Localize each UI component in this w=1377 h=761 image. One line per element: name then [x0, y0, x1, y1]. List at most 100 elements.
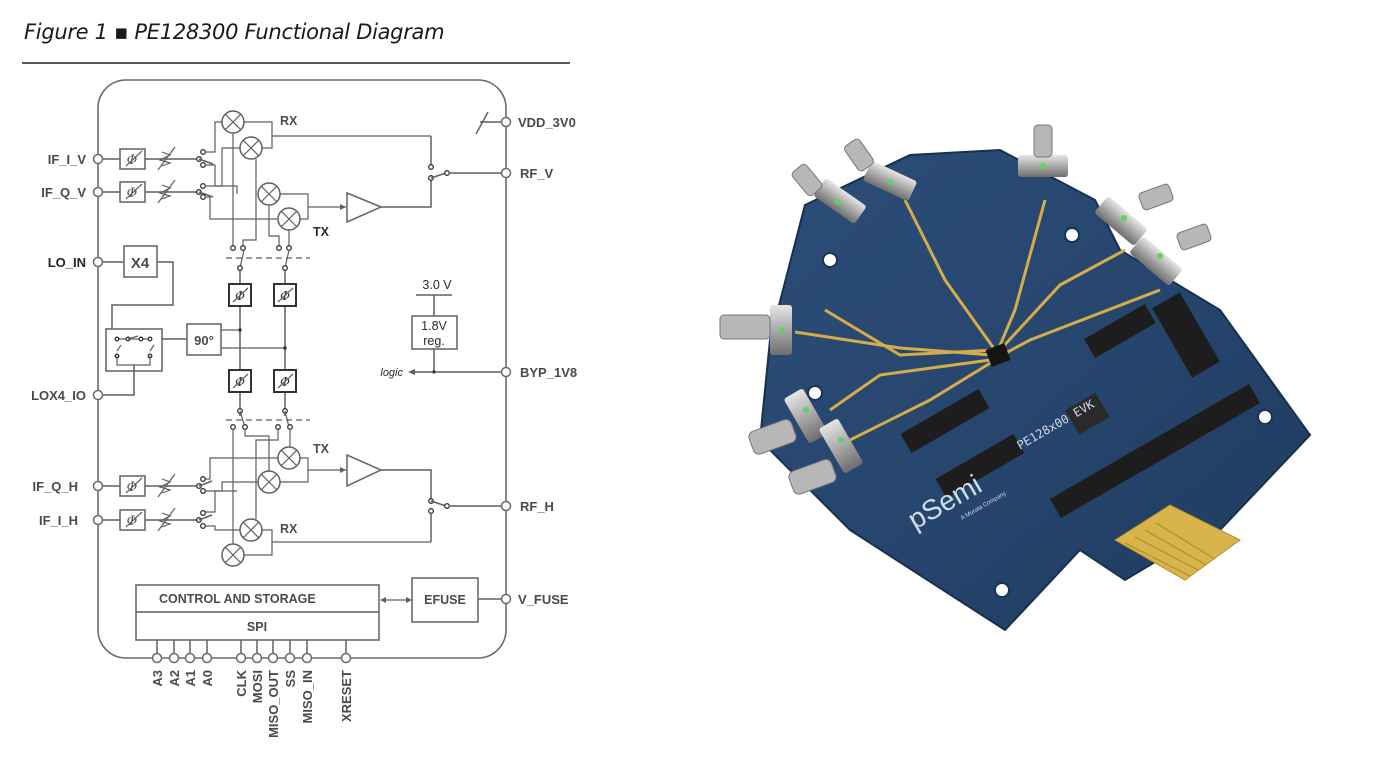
- pin-headers: [900, 292, 1261, 519]
- mixer-icon: [221, 543, 245, 567]
- pin-v-fuse: V_FUSE: [500, 592, 569, 607]
- pin-a1: A1: [183, 640, 198, 687]
- mounting-holes: [807, 227, 1273, 598]
- pin-a2: A2: [167, 640, 182, 687]
- svg-text:IF_I_V: IF_I_V: [48, 152, 87, 167]
- svg-text:A0: A0: [200, 670, 215, 687]
- svg-text:A2: A2: [167, 670, 182, 687]
- h-amp-switch: [346, 453, 501, 542]
- phase-shifter-icon: Φ: [228, 369, 252, 393]
- sma-connector-icon: [791, 163, 866, 224]
- sma-connector-icon: [1018, 124, 1068, 177]
- svg-text:RX: RX: [280, 114, 298, 128]
- sma-connector-icon: [844, 138, 917, 201]
- svg-text:V_FUSE: V_FUSE: [518, 592, 569, 607]
- pin-miso-out: MISO_OUT: [266, 640, 281, 738]
- svg-text:LOX4_IO: LOX4_IO: [31, 388, 86, 403]
- sma-connector-icon: [1130, 223, 1212, 285]
- svg-text:1.8V: 1.8V: [421, 319, 447, 333]
- pin-if-i-v: IF_I_V: [48, 152, 104, 167]
- svg-text:X4: X4: [131, 255, 150, 272]
- svg-text:IF_I_H: IF_I_H: [39, 513, 78, 528]
- svg-text:TX: TX: [313, 225, 330, 239]
- svg-text:MOSI: MOSI: [250, 670, 265, 703]
- pin-a3: A3: [150, 640, 165, 687]
- edge-connector: [1114, 504, 1241, 581]
- svg-text:IF_Q_H: IF_Q_H: [32, 479, 78, 494]
- pin-if-q-h: IF_Q_H: [32, 479, 104, 494]
- evaluation-board-photo: PE128x00 EVK pSemi A Murata Company: [719, 124, 1312, 632]
- svg-text:RX: RX: [280, 522, 298, 536]
- sma-connector-icon: [719, 305, 792, 355]
- svg-text:BYP_1V8: BYP_1V8: [520, 365, 577, 380]
- pin-ss: SS: [283, 640, 298, 687]
- svg-text:LO_IN: LO_IN: [48, 255, 86, 270]
- h-mixers: TX RX: [205, 429, 431, 567]
- pin-clk: CLK: [234, 640, 249, 697]
- svg-text:CONTROL AND STORAGE: CONTROL AND STORAGE: [159, 592, 316, 606]
- phase-shifter-icon: Φ: [273, 283, 297, 307]
- figure-title: Figure 1 ▪ PE128300 Functional Diagram: [24, 20, 445, 44]
- lo-path: X4 90° Φ Φ Φ Φ: [103, 245, 297, 416]
- pin-mosi: MOSI: [250, 640, 265, 703]
- pin-byp-1v8: BYP_1V8: [500, 365, 577, 380]
- control-block: CONTROL AND STORAGE SPI: [135, 584, 380, 641]
- sma-connector-icon: [1095, 183, 1174, 245]
- regulator: 3.0 V 1.8V reg. logic: [380, 278, 501, 379]
- svg-text:logic: logic: [380, 367, 403, 379]
- mixer-icon: [277, 446, 301, 470]
- efuse-block: EFUSE: [380, 577, 501, 623]
- functional-diagram: IF_I_V IF_Q_V LO_IN LOX4_IO IF_Q_H IF_I_…: [31, 79, 577, 738]
- svg-text:RF_V: RF_V: [520, 166, 554, 181]
- svg-text:EFUSE: EFUSE: [424, 593, 466, 607]
- phase-shifter-icon: Φ: [228, 283, 252, 307]
- svg-text:TX: TX: [313, 442, 330, 456]
- v-if-chain: Φ Φ: [103, 146, 214, 204]
- pin-vdd-3v0: VDD_3V0: [475, 111, 576, 135]
- svg-text:3.0 V: 3.0 V: [422, 278, 452, 292]
- pin-miso-in: MISO_IN: [300, 640, 315, 723]
- h-if-chain: Φ Φ: [103, 473, 213, 532]
- pin-if-q-v: IF_Q_V: [41, 185, 104, 200]
- svg-text:SS: SS: [283, 670, 298, 688]
- svg-text:IF_Q_V: IF_Q_V: [41, 185, 86, 200]
- pin-lo-in: LO_IN: [48, 255, 104, 270]
- mixer-icon: [257, 182, 281, 206]
- sma-connector-icon: [788, 419, 863, 495]
- pcb-body: [758, 148, 1312, 632]
- phase-shifter-icon: Φ: [273, 369, 297, 393]
- title-rule: [22, 62, 570, 64]
- pin-xreset: XRESET: [339, 640, 354, 722]
- mixer-icon: [221, 110, 245, 134]
- amplifier-icon: [346, 453, 383, 488]
- sma-connector-icon: [748, 389, 828, 455]
- svg-text:MISO_IN: MISO_IN: [300, 670, 315, 723]
- pin-rf-v: RF_V: [500, 166, 554, 181]
- pin-rf-h: RF_H: [500, 499, 554, 514]
- sma-connectors: [719, 124, 1212, 495]
- rfic-chip: [985, 343, 1011, 367]
- svg-text:MISO_OUT: MISO_OUT: [266, 670, 281, 738]
- svg-text:CLK: CLK: [234, 669, 249, 696]
- svg-text:RF_H: RF_H: [520, 499, 554, 514]
- svg-text:A3: A3: [150, 670, 165, 687]
- v-amp-switch: [346, 136, 501, 224]
- svg-text:reg.: reg.: [423, 334, 445, 348]
- mixer-icon: [257, 470, 281, 494]
- svg-text:A1: A1: [183, 670, 198, 687]
- svg-text:VDD_3V0: VDD_3V0: [518, 115, 576, 130]
- pin-if-i-h: IF_I_H: [39, 513, 104, 528]
- v-mixers: RX TX: [205, 110, 431, 271]
- mixer-icon: [239, 136, 263, 160]
- phase-90-block: [186, 323, 222, 356]
- svg-text:XRESET: XRESET: [339, 670, 354, 722]
- mixer-icon: [239, 518, 263, 542]
- pin-a0: A0: [200, 640, 215, 687]
- svg-text:SPI: SPI: [247, 620, 267, 634]
- svg-text:90°: 90°: [194, 333, 214, 348]
- rf-traces: [794, 199, 1161, 442]
- pin-lox4-io: LOX4_IO: [31, 388, 104, 403]
- amplifier-icon: [346, 191, 384, 224]
- h-lo-switches: [226, 408, 310, 430]
